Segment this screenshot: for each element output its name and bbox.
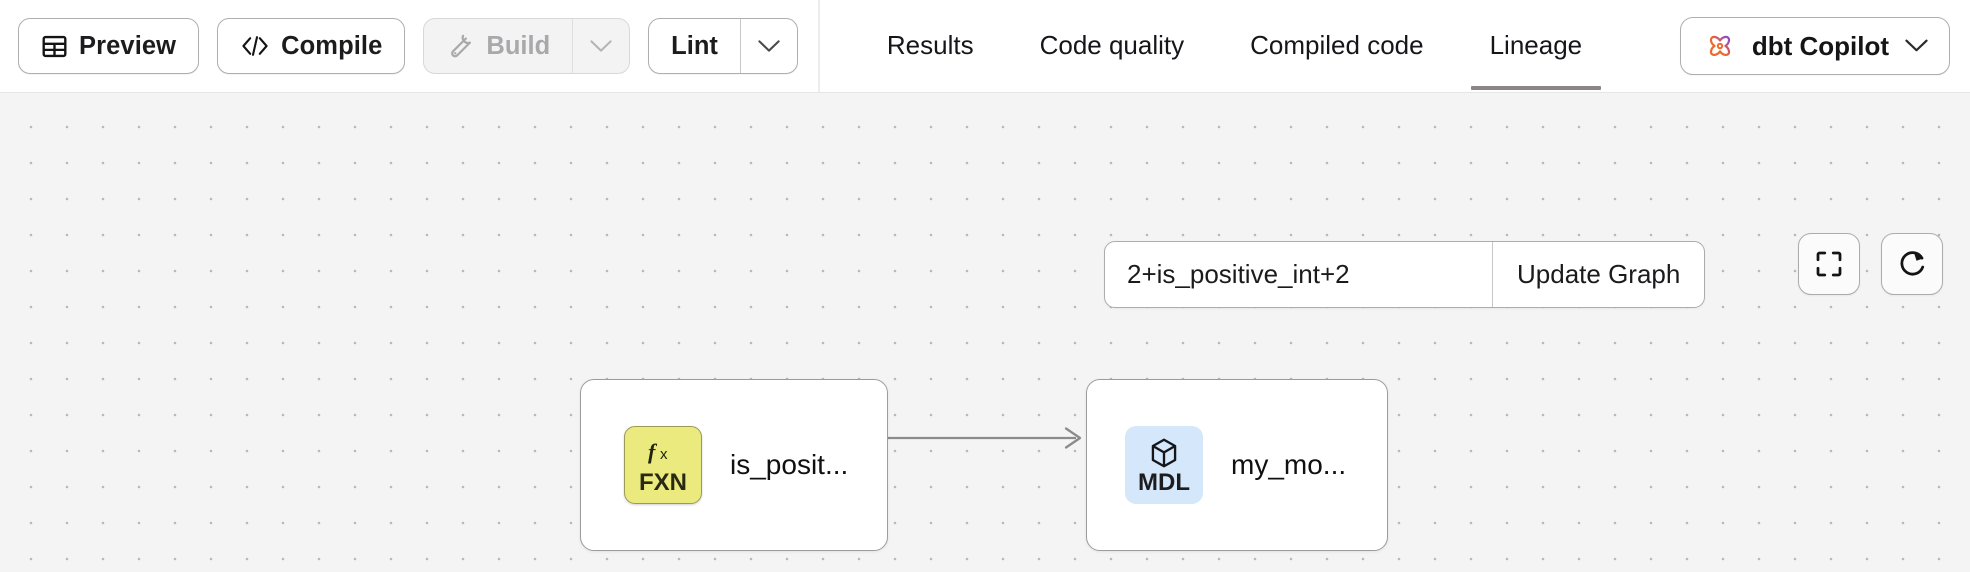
svg-text:x: x [660,446,668,463]
build-label: Build [486,31,551,60]
compile-button[interactable]: Compile [217,18,406,74]
node-label: is_posit... [730,449,849,480]
graph-selector-input[interactable] [1105,242,1492,307]
node-badge-label: FXN [639,468,687,496]
chevron-down-icon [589,39,613,54]
dbt-copilot-button[interactable]: dbt Copilot [1679,17,1950,75]
lint-dropdown-button[interactable] [739,19,797,73]
compile-label: Compile [281,31,383,60]
canvas-tools [1798,233,1943,295]
build-button: Build [424,19,572,73]
code-icon [240,34,270,58]
lineage-edge [880,423,1090,458]
dbt-copilot-atom-icon [1703,29,1737,63]
lint-button[interactable]: Lint [649,19,740,73]
fit-view-button[interactable] [1798,233,1860,295]
node-badge-mdl: MDL [1125,426,1203,504]
update-graph-button[interactable]: Update Graph [1492,242,1704,307]
preview-button[interactable]: Preview [18,18,200,74]
refresh-icon [1897,249,1927,279]
node-badge-label: MDL [1138,468,1190,496]
tab-label: Compiled code [1250,29,1424,60]
table-icon [41,33,68,60]
tab-active-underline [1470,86,1602,90]
svg-text:f: f [648,439,658,464]
tab-label: Lineage [1489,29,1583,60]
fx-glyph-icon: f x [647,436,679,470]
editor-toolbar: Preview Compile [0,0,798,92]
chevron-down-icon [757,39,781,54]
node-label: my_mo... [1231,449,1347,480]
lineage-canvas[interactable]: Update Graph [0,93,1970,572]
wrench-icon [446,32,474,60]
cube-icon [1149,436,1179,470]
lineage-node-is-positive-int[interactable]: f x FXN is_posit... [580,379,888,551]
tab-code-quality[interactable]: Code quality [1007,0,1218,90]
lineage-node-my-model[interactable]: MDL my_mo... [1086,379,1388,551]
editor-header: Preview Compile [0,0,1970,93]
node-badge-fxn: f x FXN [624,426,702,504]
build-button-group: Build [423,18,631,74]
panel-tabs: Results Code quality Compiled code Linea… [820,0,1615,92]
refresh-button[interactable] [1881,233,1943,295]
preview-label: Preview [79,31,177,60]
lint-label: Lint [671,31,718,60]
chevron-down-icon [1904,38,1929,54]
header-right: dbt Copilot [1679,0,1970,92]
dbt-copilot-label: dbt Copilot [1751,30,1889,61]
fit-view-icon [1814,249,1844,279]
tab-label: Code quality [1039,29,1185,60]
graph-selector-group: Update Graph [1104,241,1706,308]
build-dropdown-button [572,19,629,73]
lint-button-group: Lint [648,18,798,74]
tab-label: Results [886,29,974,60]
tab-results[interactable]: Results [854,0,1007,90]
tab-lineage[interactable]: Lineage [1457,0,1616,90]
tab-compiled-code[interactable]: Compiled code [1217,0,1456,90]
toolbar-tabs-divider [817,0,820,92]
